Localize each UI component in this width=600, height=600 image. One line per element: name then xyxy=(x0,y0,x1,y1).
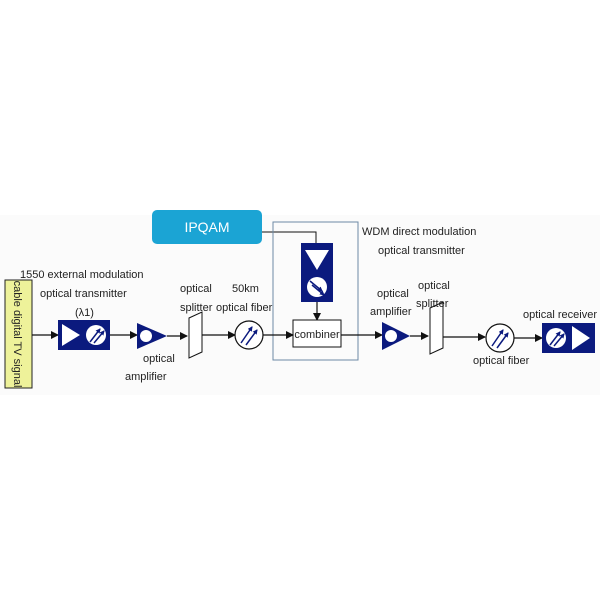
external-transmitter xyxy=(58,320,110,350)
splitter1-label-1: optical xyxy=(180,283,212,295)
amp2-label-2: amplifier xyxy=(370,306,412,318)
amplifier-triangle-icon xyxy=(572,326,590,350)
amplifier-triangle-icon xyxy=(305,250,329,270)
receiver-label: optical receiver xyxy=(523,309,597,321)
splitter2-label-2: splitter xyxy=(416,298,449,310)
amp1-label-1: optical xyxy=(143,353,175,365)
amplifier-triangle-icon xyxy=(62,324,80,346)
fiber2-label: optical fiber xyxy=(473,355,530,367)
splitter1-label-2: splitter xyxy=(180,302,213,314)
optical-splitter-2 xyxy=(429,301,444,355)
optical-amplifier-1 xyxy=(137,323,167,349)
ext-tx-label-2: optical transmitter xyxy=(40,288,127,300)
optical-fiber-2 xyxy=(485,323,515,353)
signal-source-label: cable digital TV signal xyxy=(11,281,23,388)
wdm-tx-label-1: WDM direct modulation xyxy=(362,226,476,238)
diagram-band xyxy=(0,215,600,395)
wdm-tx-label-2: optical transmitter xyxy=(378,245,465,257)
ipqam-block: IPQAM xyxy=(152,210,262,244)
ext-tx-label-1: 1550 external modulation xyxy=(20,269,144,281)
ipqam-link xyxy=(262,231,317,243)
signal-source-box: cable digital TV signal xyxy=(4,279,33,389)
optical-receiver xyxy=(542,323,595,353)
combiner-label: combiner xyxy=(294,329,340,341)
combiner-block: combiner xyxy=(292,319,342,348)
wdm-transmitter xyxy=(301,243,333,302)
optical-splitter-1 xyxy=(188,311,203,359)
amp1-label-2: amplifier xyxy=(125,371,167,383)
ext-tx-wavelength: (λ1) xyxy=(75,307,94,319)
fiber1-label: optical fiber xyxy=(216,302,273,314)
fiber1-length: 50km xyxy=(232,283,259,295)
wdm-frame xyxy=(272,221,359,361)
optical-fiber-1 xyxy=(234,320,264,350)
amp2-label-1: optical xyxy=(377,288,409,300)
splitter2-label-1: optical xyxy=(418,280,450,292)
optical-amplifier-2 xyxy=(382,322,410,350)
ipqam-label: IPQAM xyxy=(184,219,229,235)
